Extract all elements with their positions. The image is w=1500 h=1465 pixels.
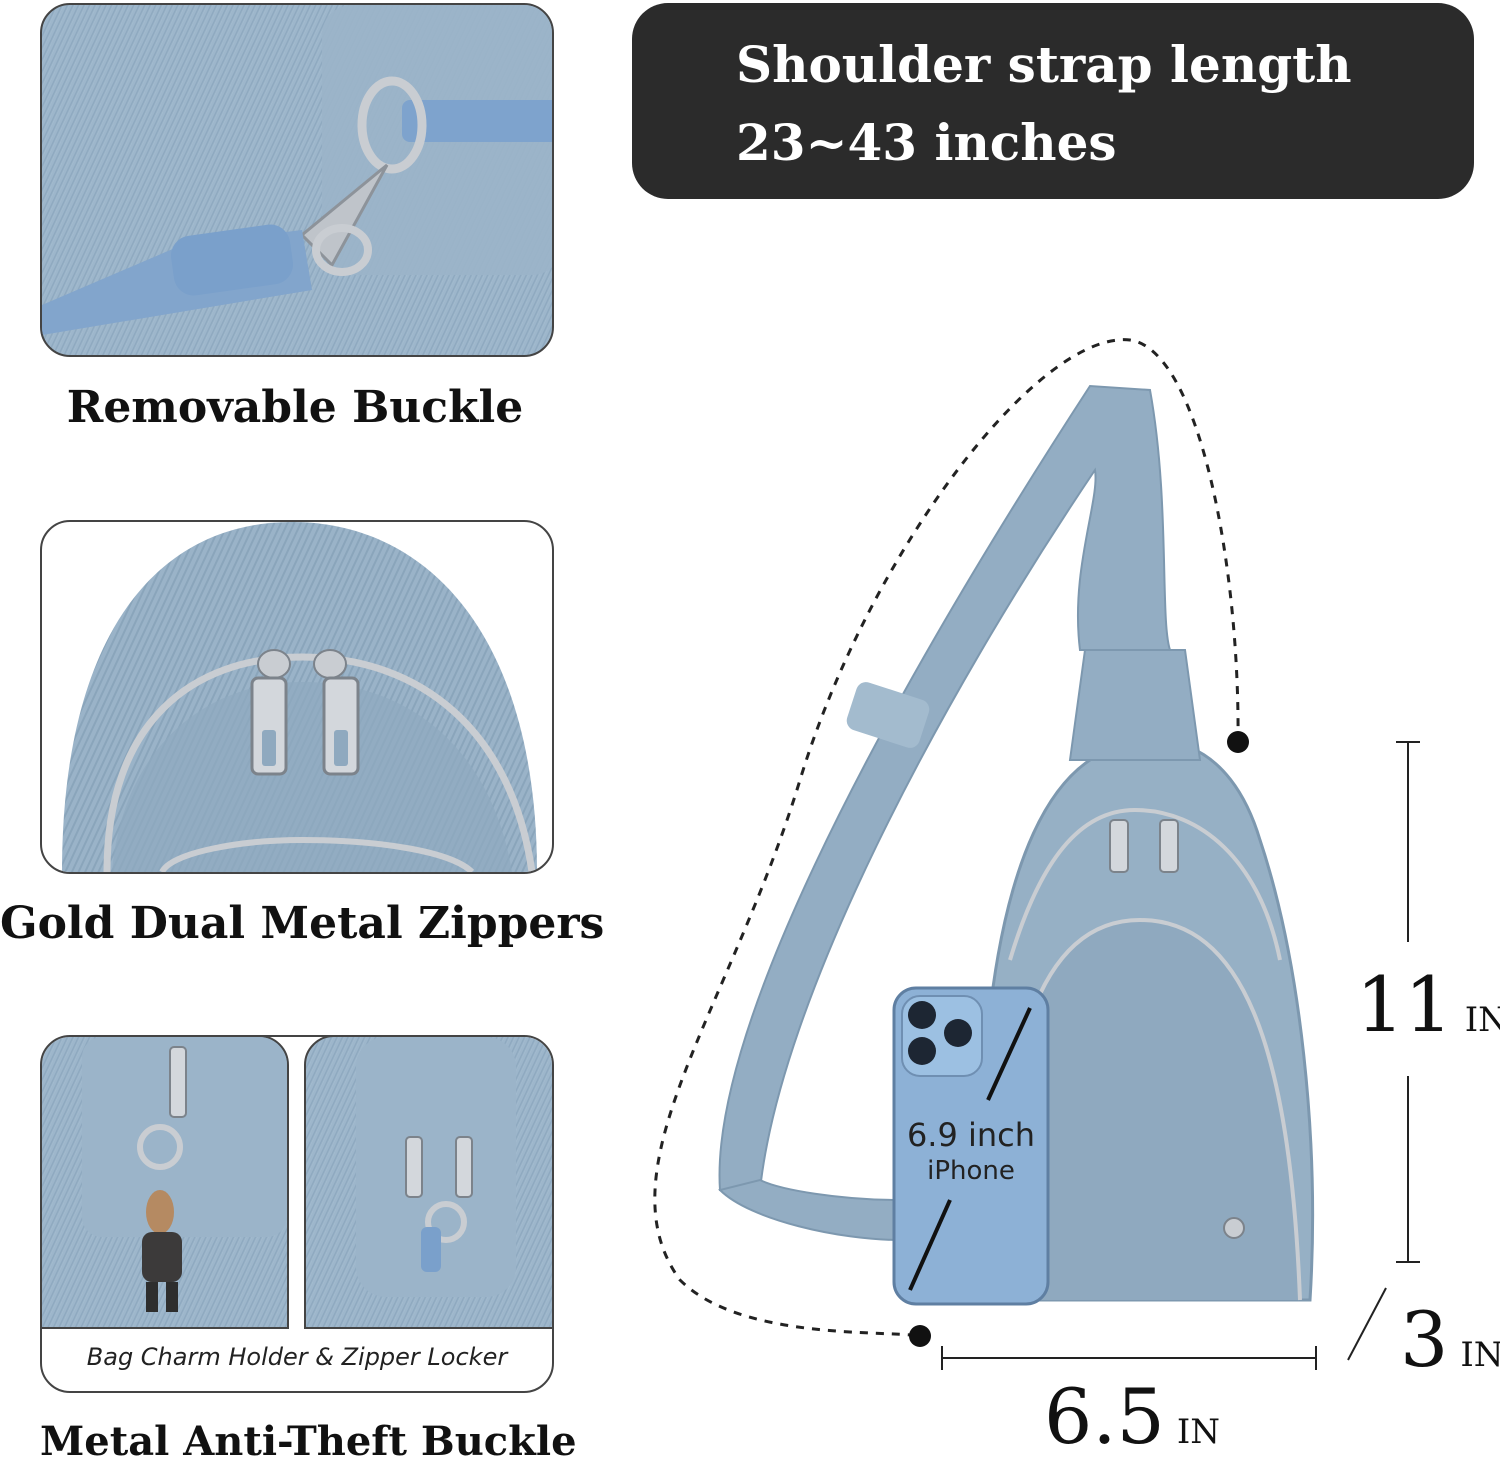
buckle-photo bbox=[42, 5, 552, 335]
bag-charm-photo bbox=[82, 1037, 287, 1312]
depth-dimension-line bbox=[1347, 1287, 1387, 1361]
bag-photo bbox=[653, 338, 1420, 1370]
shoulder-strap bbox=[718, 384, 1172, 1191]
strap-adjuster bbox=[846, 682, 930, 748]
dual-zippers-caption: Gold Dual Metal Zippers bbox=[0, 898, 605, 949]
height-unit: IN bbox=[1464, 1000, 1500, 1040]
strap-length-banner: Shoulder strap length 23~43 inches bbox=[632, 3, 1474, 199]
removable-buckle-caption: Removable Buckle bbox=[66, 382, 524, 433]
charm-photo-left bbox=[42, 1037, 289, 1329]
height-dimension: 11 IN bbox=[1356, 960, 1500, 1049]
width-dimension: 6.5 IN bbox=[1044, 1372, 1220, 1461]
charm-photo-right bbox=[304, 1037, 552, 1329]
bag-zipper-pull-left bbox=[1109, 819, 1129, 873]
width-value: 6.5 bbox=[1044, 1372, 1165, 1461]
zipper-photo bbox=[62, 522, 537, 872]
depth-dimension: 3 IN bbox=[1400, 1295, 1500, 1384]
depth-value: 3 bbox=[1400, 1295, 1449, 1384]
anti-theft-caption: Metal Anti-Theft Buckle bbox=[40, 1418, 577, 1465]
strap-end-dot-top bbox=[1227, 731, 1249, 753]
height-value: 11 bbox=[1356, 960, 1453, 1049]
bag-zipper-pull-right bbox=[1159, 819, 1179, 873]
strap-end-dot-bottom bbox=[909, 1325, 931, 1347]
phone-size-label: 6.9 inch bbox=[906, 1116, 1036, 1154]
zipper-pull-left bbox=[250, 649, 291, 776]
zipper-pull-right bbox=[313, 649, 360, 776]
depth-unit: IN bbox=[1460, 1335, 1500, 1375]
banner-line-2: 23~43 inches bbox=[736, 113, 1117, 172]
charm-panel-frame: Bag Charm Holder & Zipper Locker bbox=[40, 1035, 554, 1393]
width-unit: IN bbox=[1176, 1412, 1221, 1452]
bag-logo-badge bbox=[1223, 1217, 1245, 1239]
zipper-photo-panel bbox=[40, 520, 554, 874]
zipper-locker-photo bbox=[356, 1037, 516, 1297]
phone-model-label: iPhone bbox=[927, 1156, 1015, 1186]
strap-length-curve bbox=[653, 338, 1240, 1338]
charm-holder-caption: Bag Charm Holder & Zipper Locker bbox=[86, 1343, 508, 1371]
buckle-photo-panel bbox=[40, 3, 554, 357]
banner-line-1: Shoulder strap length bbox=[736, 35, 1352, 94]
